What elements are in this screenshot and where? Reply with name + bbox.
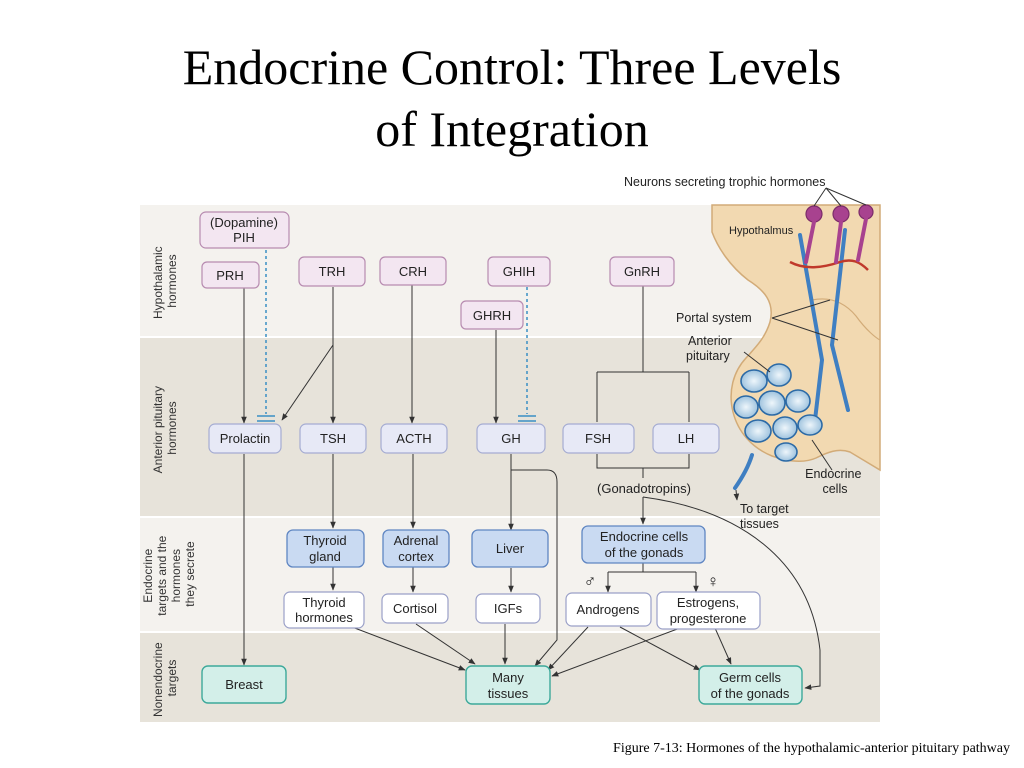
hormone-prolactin: Prolactin [208, 423, 282, 454]
svg-text:Estrogens,progesterone: Estrogens,progesterone [670, 595, 747, 626]
pituitary-illustration [711, 187, 881, 490]
male-symbol: ♂ [584, 572, 597, 591]
hormone-gnrh: GnRH [609, 256, 675, 287]
hormone-androgens: Androgens [565, 592, 652, 627]
svg-text:ACTH: ACTH [396, 431, 431, 446]
hormone-estrogens-progesterone: Estrogens,progesterone [656, 591, 761, 630]
svg-text:LH: LH [678, 431, 695, 446]
svg-text:GHRH: GHRH [473, 308, 511, 323]
hormone-igfs: IGFs [475, 593, 541, 624]
female-symbol: ♀ [707, 572, 720, 591]
hormone-cortisol: Cortisol [381, 593, 449, 624]
svg-text:FSH: FSH [585, 431, 611, 446]
svg-text:(Dopamine)PIH: (Dopamine)PIH [210, 215, 278, 245]
row-label-hypothalamic: Hypothalamic hormones [151, 243, 179, 319]
slide-title-line-1: Endocrine Control: Three Levels [182, 39, 842, 95]
svg-text:TRH: TRH [319, 264, 346, 279]
label-endocrine-cells: Endocrine cells [805, 467, 865, 496]
svg-text:Androgens: Androgens [577, 602, 640, 617]
hormone-trh: TRH [298, 256, 366, 287]
hormone-acth: ACTH [380, 423, 448, 454]
hormone-ghrh: GHRH [460, 300, 524, 330]
svg-text:GHIH: GHIH [503, 264, 536, 279]
svg-text:GnRH: GnRH [624, 264, 660, 279]
label-hypothalamus: Hypothalmus [729, 225, 794, 237]
svg-text:Cortisol: Cortisol [393, 601, 437, 616]
hormone-gh: GH [476, 423, 546, 454]
hormone-tsh: TSH [299, 423, 367, 454]
svg-text:TSH: TSH [320, 431, 346, 446]
label-portal-system: Portal system [676, 311, 752, 325]
row-label-anterior-pituitary: Anterior pituitary hormones [151, 383, 179, 474]
hormone-ghih: GHIH [487, 256, 551, 287]
slide-title: Endocrine Control: Three Levels of Integ… [0, 36, 1024, 160]
hormone-lh: LH [652, 423, 720, 454]
hormone-fsh: FSH [562, 423, 635, 454]
figure-caption: Figure 7-13: Hormones of the hypothalami… [613, 741, 1010, 756]
target-breast: Breast [201, 665, 287, 704]
svg-text:Prolactin: Prolactin [220, 431, 271, 446]
svg-text:Breast: Breast [225, 677, 263, 692]
svg-text:PRH: PRH [216, 268, 243, 283]
hormone-pih: (Dopamine)PIH [199, 211, 290, 249]
hormone-prh: PRH [201, 261, 260, 289]
label-anterior-pituitary: Anterior pituitary [686, 334, 735, 363]
hormone-crh: CRH [379, 256, 447, 286]
row-label-endocrine-targets: Endocrine targets and the hormones they … [141, 532, 197, 615]
label-to-target-tissues: To target tissues [740, 502, 792, 531]
svg-text:IGFs: IGFs [494, 601, 523, 616]
label-gonadotropins: (Gonadotropins) [597, 481, 691, 496]
svg-text:GH: GH [501, 431, 521, 446]
svg-text:CRH: CRH [399, 264, 427, 279]
label-neurons: Neurons secreting trophic hormones [624, 175, 826, 189]
gland-liver: Liver [471, 529, 549, 568]
row-label-nonendocrine: Nonendocrine targets [151, 639, 179, 717]
slide-title-line-2: of Integration [375, 101, 649, 157]
svg-text:Liver: Liver [496, 541, 525, 556]
